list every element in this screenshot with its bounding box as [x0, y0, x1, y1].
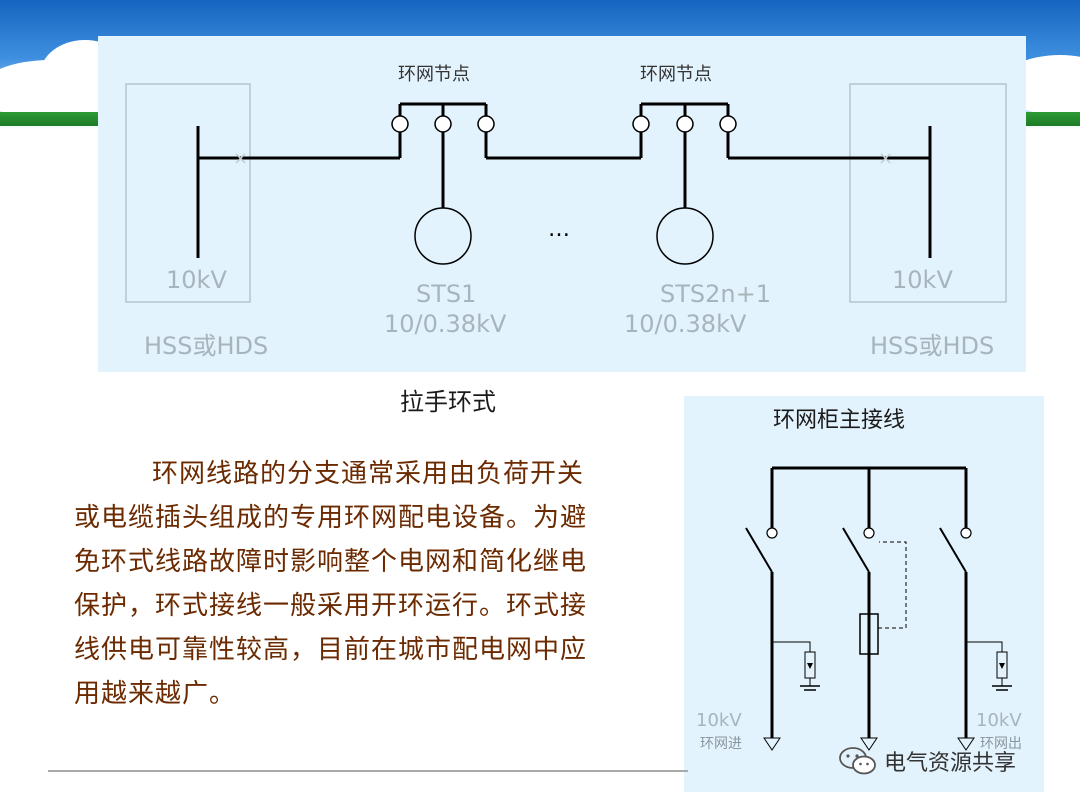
paragraph-line: 用越来越广。: [74, 679, 237, 709]
node1-switch-2: [434, 115, 452, 133]
node1-switch-1: [391, 115, 409, 133]
ring-diagram: × × 环网节点 环网节点 … 10kV: [125, 64, 1007, 360]
right-station-box: [849, 83, 1007, 303]
paragraph-line: 保护，环式接线一般采用开环运行。环式接: [74, 591, 588, 621]
sts2-name: STS2n+1: [660, 280, 771, 308]
node2-switch-3: [719, 115, 737, 133]
node2-switch-1: [632, 115, 650, 133]
wechat-icon: [839, 747, 876, 775]
sts1-name: STS1: [416, 280, 476, 308]
watermark-text: 电气资源共享: [884, 751, 1017, 776]
node-label-left: 环网节点: [398, 64, 470, 85]
left-station-label: HSS或HDS: [144, 332, 268, 360]
rmu-title: 环网柜主接线: [772, 408, 905, 433]
footer-divider: [48, 770, 688, 772]
sts2-transformer: [656, 207, 714, 265]
left-voltage-label: 10kV: [166, 266, 227, 294]
switch-out-blade: [939, 527, 967, 573]
left-breaker-mark: ×: [233, 148, 248, 169]
switch-in-blade: [745, 527, 773, 573]
node1-switch-3: [477, 115, 495, 133]
rmu-in-voltage: 10kV: [696, 710, 742, 731]
left-station-box: [125, 83, 251, 303]
right-station-label: HSS或HDS: [870, 332, 994, 360]
rmu-diagram: 10kV 环网进 10kV 环网出: [696, 466, 1022, 752]
watermark: 电气资源共享: [838, 745, 1016, 777]
switch-mid-blade: [842, 527, 870, 573]
ellipsis: …: [548, 217, 570, 242]
rmu-in-label: 环网进: [700, 736, 742, 752]
sts1-transformer: [414, 207, 472, 265]
rmu-out-label: 环网出: [980, 736, 1022, 752]
right-voltage-label: 10kV: [892, 266, 953, 294]
ring-diagram-panel: × × 环网节点 环网节点 … 10kV: [98, 36, 1026, 372]
paragraph-line: 免环式线路故障时影响整个电网和简化继电: [74, 547, 588, 577]
diagram-caption: 拉手环式: [400, 388, 496, 416]
paragraph-line: 线供电可靠性较高，目前在城市配电网中应: [74, 635, 588, 665]
paragraph-line: 环网线路的分支通常采用由负荷开关: [152, 459, 585, 489]
rmu-panel: 10kV 环网进 10kV 环网出: [684, 396, 1044, 792]
right-breaker-mark: ×: [878, 148, 893, 169]
fuse: [859, 613, 879, 655]
sts2-voltage: 10/0.38kV: [624, 310, 747, 338]
paragraph-line: 或电缆插头组成的专用环网配电设备。为避: [74, 503, 588, 533]
node2-switch-2: [676, 115, 694, 133]
node-label-right: 环网节点: [640, 64, 712, 85]
sts1-voltage: 10/0.38kV: [384, 310, 507, 338]
description-paragraph: 环网线路的分支通常采用由负荷开关 或电缆插头组成的专用环网配电设备。为避 免环式…: [74, 452, 659, 716]
rmu-out-voltage: 10kV: [976, 710, 1022, 731]
fuse-link: [878, 541, 907, 629]
